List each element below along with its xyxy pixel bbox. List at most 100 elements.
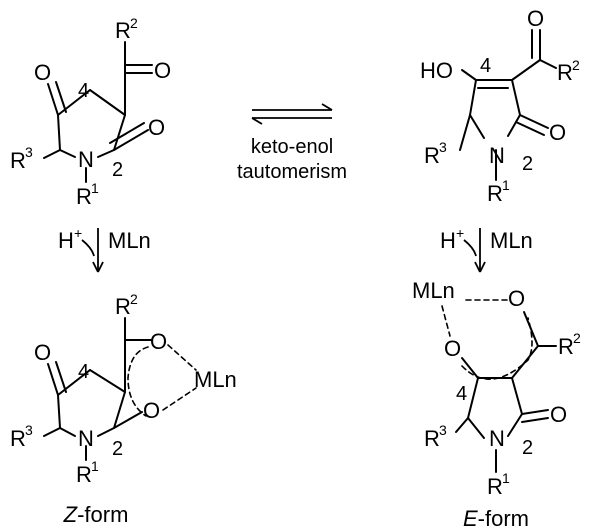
caption-suffix: -form xyxy=(478,506,529,530)
atom-mln: MLn xyxy=(412,278,455,303)
atom-n: N xyxy=(489,143,505,168)
bond-n-c5 xyxy=(59,427,76,437)
atom-o: O xyxy=(143,398,160,423)
bond-c4-o-double xyxy=(55,361,67,393)
bond-c3-c2 xyxy=(113,114,126,151)
position-4: 4 xyxy=(78,361,89,383)
atom-n: N xyxy=(78,147,94,172)
z-form-caption: Z-form xyxy=(63,502,129,527)
bond-c2-n xyxy=(97,149,115,158)
equilibrium-arrows xyxy=(251,103,333,125)
bond-c2-o xyxy=(521,409,549,415)
delocalized-bond xyxy=(461,317,533,380)
superscript-2: 2 xyxy=(130,15,138,31)
bond-c4-c5 xyxy=(467,377,479,419)
atom-o: O xyxy=(154,58,171,83)
atom-o: O xyxy=(34,60,51,85)
bond-n-c5 xyxy=(467,417,485,439)
bond-c5-r3 xyxy=(455,417,469,433)
bond-c3-c2 xyxy=(511,79,521,116)
atom-o: O xyxy=(508,286,525,311)
position-4: 4 xyxy=(480,55,491,77)
equilibrium-label-line2: tautomerism xyxy=(237,161,347,183)
atom-mln: MLn xyxy=(490,228,533,253)
keto-tautomer: R 2 O O 4 O R 3 N 2 R 1 xyxy=(10,15,171,209)
left-coordination-arrow: H + MLn xyxy=(58,225,151,273)
bond-c3-c2 xyxy=(511,377,523,415)
bond-c3-acyl xyxy=(511,59,541,81)
superscript-3: 3 xyxy=(439,422,447,438)
superscript-1: 1 xyxy=(502,470,510,486)
bond-c5-r3 xyxy=(43,427,61,437)
bond-c4-c3 xyxy=(89,369,126,393)
bond-c2-o xyxy=(113,129,149,151)
bond-c2-n xyxy=(97,427,115,437)
curly-arrow xyxy=(81,239,95,257)
coordination-bond xyxy=(441,305,451,337)
atom-r: R xyxy=(487,181,503,206)
atom-n: N xyxy=(78,426,94,451)
atom-r: R xyxy=(424,143,440,168)
atom-r: R xyxy=(10,426,26,451)
atom-h: H xyxy=(440,228,456,253)
atom-r: R xyxy=(76,462,92,487)
atom-o: O xyxy=(549,120,566,145)
superscript-plus: + xyxy=(74,225,82,241)
atom-o: O xyxy=(527,6,544,31)
coordination-bond xyxy=(167,344,197,371)
bond-c5-c4 xyxy=(57,114,61,151)
right-coordination-arrow: H + MLn xyxy=(440,225,533,273)
atom-mln: MLn xyxy=(194,367,237,392)
z-form-complex: R 2 O O 4 MLn O R 3 N 2 R 1 xyxy=(10,291,237,487)
superscript-3: 3 xyxy=(25,144,33,160)
atom-r: R xyxy=(10,148,26,173)
bond-c2-o-double xyxy=(515,121,545,136)
atom-r: R xyxy=(558,334,574,359)
bond-c2-o xyxy=(113,411,143,429)
position-2: 2 xyxy=(522,437,533,459)
curly-arrow xyxy=(463,239,477,257)
caption-prefix: E xyxy=(463,506,478,530)
bond-c4-o xyxy=(461,357,479,379)
bond-c4-o xyxy=(47,363,59,396)
bond-c3-c2 xyxy=(113,391,126,429)
atom-o: O xyxy=(34,340,51,365)
enol-tautomer: O HO 4 R 2 O R 3 N 2 R 1 xyxy=(420,6,580,206)
bond-c2-n xyxy=(507,413,523,437)
bond-c4-o xyxy=(47,83,59,116)
atom-r: R xyxy=(115,18,131,43)
bond-acyl-r2 xyxy=(539,59,557,69)
atom-mln: MLn xyxy=(108,228,151,253)
position-2: 2 xyxy=(112,159,123,181)
superscript-1: 1 xyxy=(502,177,510,193)
bond-c5-r3 xyxy=(459,114,471,151)
e-form-caption: E-form xyxy=(463,506,529,530)
bond-c2-n xyxy=(507,114,521,137)
atom-h: H xyxy=(58,228,74,253)
superscript-plus: + xyxy=(456,225,464,241)
bond-c4-c5 xyxy=(469,79,477,116)
position-4: 4 xyxy=(78,80,89,102)
atom-r: R xyxy=(487,474,503,499)
equilibrium-label-line1: keto-enol xyxy=(251,136,333,158)
bond-c4-o-double xyxy=(55,81,67,113)
bond-c4-c5 xyxy=(57,369,91,396)
superscript-3: 3 xyxy=(439,139,447,155)
bond-c2-o-double xyxy=(521,417,549,423)
superscript-1: 1 xyxy=(91,180,99,196)
atom-ho: HO xyxy=(420,58,453,83)
position-2: 2 xyxy=(112,438,123,460)
atom-o: O xyxy=(150,329,167,354)
atom-n: N xyxy=(489,426,505,451)
superscript-2: 2 xyxy=(130,291,138,307)
superscript-2: 2 xyxy=(572,57,580,73)
atom-r: R xyxy=(424,426,440,451)
bond-c5-r3 xyxy=(43,149,61,159)
atom-o: O xyxy=(444,336,461,361)
e-form-complex: MLn O R 2 O 4 O R 3 N 2 R 1 xyxy=(412,278,581,499)
delocalized-bond xyxy=(127,346,149,417)
bond-c5-c4 xyxy=(57,394,61,429)
position-4: 4 xyxy=(456,383,467,405)
atom-r: R xyxy=(557,60,573,85)
